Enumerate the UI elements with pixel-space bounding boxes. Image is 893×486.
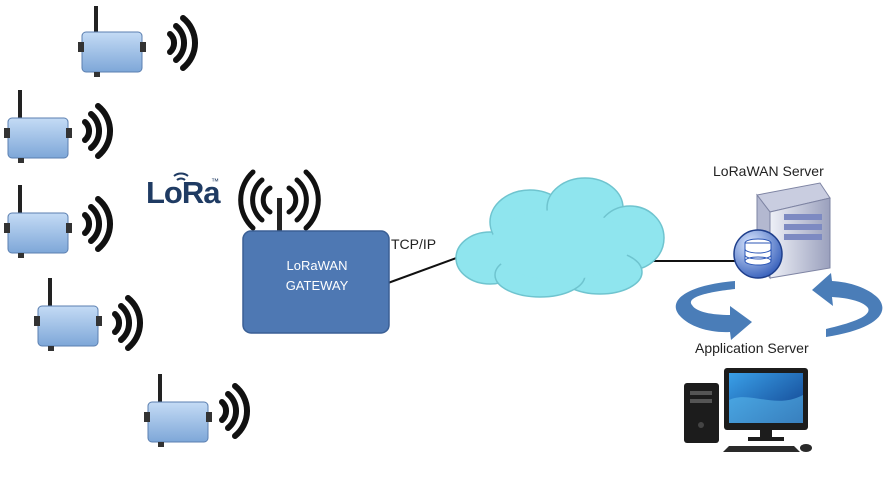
antenna-icon [48, 278, 52, 306]
sensor-node-icon [7, 212, 69, 254]
lorawan-gateway [242, 230, 390, 334]
sensor-node-icon [81, 31, 143, 73]
gateway-label-line2: GATEWAY [285, 278, 349, 293]
lorawan-server-label: LoRaWAN Server [713, 163, 824, 179]
gateway-label-line1: LoRaWAN [286, 258, 348, 273]
wireless-signal-icon [82, 196, 113, 252]
server-tower-icon [756, 182, 831, 280]
end-device-5 [144, 374, 212, 447]
sensor-node-icon [147, 401, 209, 443]
antenna-icon [94, 6, 98, 32]
end-device-3 [4, 185, 72, 258]
wireless-signal-icon [219, 383, 250, 439]
sensor-node-icon [37, 305, 99, 347]
antenna-icon [18, 90, 22, 118]
end-device-1 [78, 6, 146, 77]
end-device-4 [34, 278, 102, 351]
lora-logo: LoRa [146, 175, 220, 210]
wireless-signal-icon [112, 295, 143, 351]
lora-logo-icon [173, 172, 189, 181]
desktop-computer-icon [684, 368, 812, 452]
lora-trademark-mark: ™ [211, 177, 219, 186]
gateway-label: LoRaWAN GATEWAY [244, 256, 390, 296]
circular-arrows-icon [675, 273, 883, 340]
application-server-label: Application Server [695, 340, 809, 356]
tcp-ip-label: TCP/IP [391, 236, 437, 252]
antenna-icon [18, 185, 22, 213]
wireless-signal-icon [167, 15, 198, 71]
antenna-icon [158, 374, 162, 402]
wireless-signal-icon [82, 103, 113, 159]
end-device-2 [4, 90, 72, 163]
cloud-icon [455, 177, 665, 298]
sensor-node-icon [7, 117, 69, 159]
gateway-antenna-icon [238, 169, 321, 232]
database-icon [733, 229, 783, 279]
